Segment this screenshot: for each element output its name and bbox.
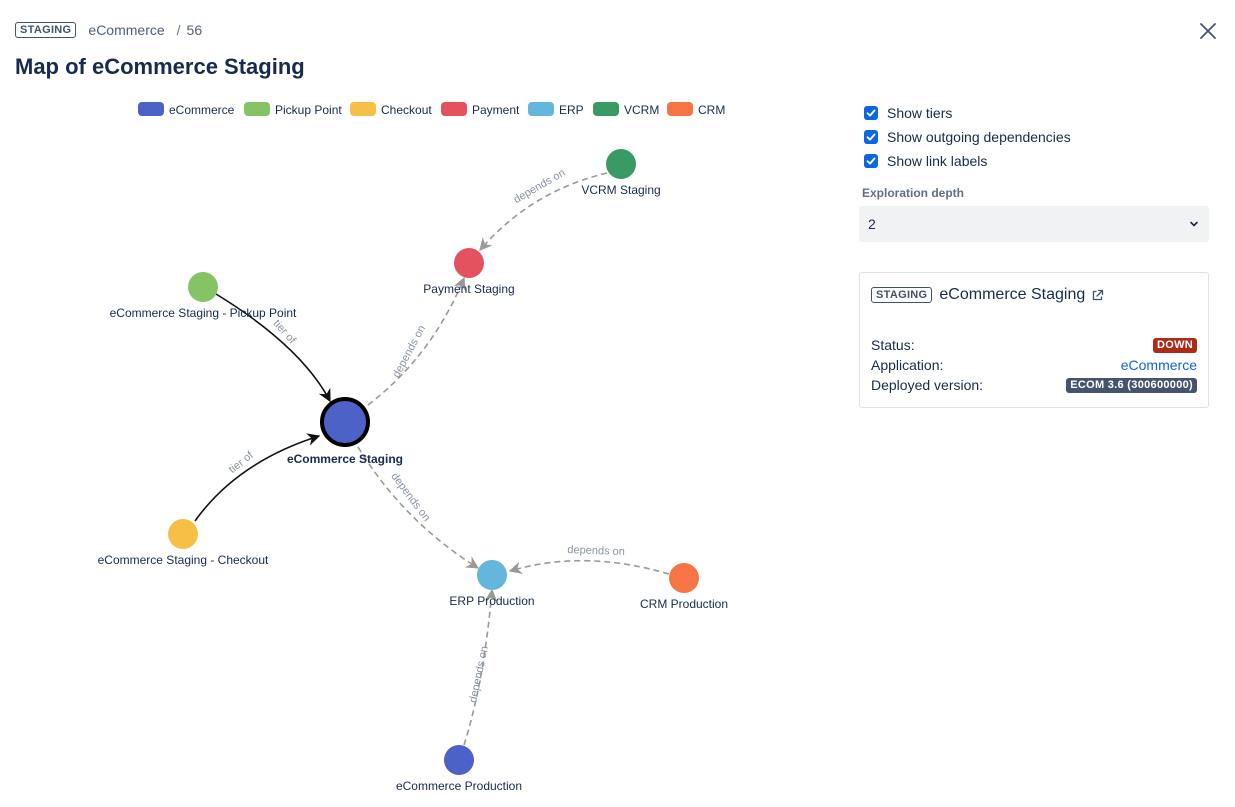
legend-swatch-vcrm bbox=[593, 102, 619, 116]
legend-label-checkout: Checkout bbox=[381, 103, 432, 117]
exploration-depth-label: Exploration depth bbox=[862, 186, 964, 200]
external-link-icon[interactable] bbox=[1091, 289, 1104, 302]
edge-checkout-tier-of bbox=[194, 433, 321, 522]
node-label-crm-production: CRM Production bbox=[640, 597, 728, 611]
breadcrumb: STAGING eCommerce / 56 bbox=[15, 22, 202, 38]
application-label: Application: bbox=[871, 357, 944, 373]
show-outgoing-checkbox[interactable] bbox=[864, 130, 878, 144]
details-card: STAGING eCommerce Staging Status: DOWN A… bbox=[859, 272, 1209, 408]
legend-label-vcrm: VCRM bbox=[624, 103, 659, 117]
checkmark-icon bbox=[866, 157, 876, 165]
details-status-row: Status: DOWN bbox=[871, 337, 1197, 353]
edge-ecommerce-payment-depends-on bbox=[367, 276, 466, 406]
show-tiers-checkbox[interactable] bbox=[864, 106, 878, 120]
edge-vcrm-payment-depends-on bbox=[479, 172, 608, 251]
details-version-row: Deployed version: ECOM 3.6 (300600000) bbox=[871, 377, 1197, 393]
legend-label-payment: Payment bbox=[472, 103, 520, 117]
checkmark-icon bbox=[866, 109, 876, 117]
option-show-tiers[interactable]: Show tiers bbox=[864, 101, 1071, 125]
edge-production-erp-depends-on bbox=[463, 588, 498, 746]
node-erp-production[interactable] bbox=[477, 560, 507, 590]
env-badge: STAGING bbox=[15, 22, 77, 38]
option-show-outgoing[interactable]: Show outgoing dependencies bbox=[864, 125, 1071, 149]
checkmark-icon bbox=[866, 133, 876, 141]
node-label-pickup-point: eCommerce Staging - Pickup Point bbox=[110, 306, 297, 320]
legend-swatch-checkout bbox=[350, 102, 376, 116]
legend-label-erp: ERP bbox=[559, 103, 584, 117]
edge-pickup-tier-of bbox=[215, 293, 331, 403]
node-label-ecommerce-production: eCommerce Production bbox=[396, 779, 522, 793]
page-title: Map of eCommerce Staging bbox=[15, 54, 305, 79]
node-label-payment-staging: Payment Staging bbox=[423, 282, 514, 296]
edge-label-pickup-tier-of: tier of bbox=[271, 318, 299, 347]
legend-swatch-ecommerce bbox=[138, 102, 164, 116]
dependency-graph: eCommerce Pickup Point Checkout Payment … bbox=[98, 102, 728, 793]
node-ecommerce-production[interactable] bbox=[444, 745, 474, 775]
node-label-checkout: eCommerce Staging - Checkout bbox=[98, 553, 269, 567]
close-button[interactable] bbox=[1197, 20, 1219, 42]
exploration-depth-select[interactable]: 2 bbox=[859, 206, 1209, 242]
details-application-row: Application: eCommerce bbox=[871, 357, 1197, 373]
node-pickup-point[interactable] bbox=[188, 272, 218, 302]
details-env-badge: STAGING bbox=[871, 287, 933, 303]
legend-swatch-payment bbox=[441, 102, 467, 116]
node-payment-staging[interactable] bbox=[454, 248, 484, 278]
edge-crm-erp-depends-on bbox=[508, 559, 670, 575]
legend-label-pickup-point: Pickup Point bbox=[275, 103, 342, 117]
show-tiers-label: Show tiers bbox=[887, 105, 953, 121]
option-show-link-labels[interactable]: Show link labels bbox=[864, 149, 1071, 173]
breadcrumb-separator: / bbox=[176, 22, 181, 38]
edge-label-ecommerce-payment: depends on bbox=[391, 323, 429, 379]
status-badge: DOWN bbox=[1152, 337, 1197, 353]
legend: eCommerce Pickup Point Checkout Payment … bbox=[138, 102, 725, 117]
close-icon bbox=[1200, 23, 1216, 39]
node-label-vcrm-staging: VCRM Staging bbox=[581, 183, 660, 197]
details-card-header: STAGING eCommerce Staging bbox=[871, 286, 1104, 304]
edge-ecommerce-erp-depends-on bbox=[357, 446, 480, 569]
version-label: Deployed version: bbox=[871, 377, 984, 393]
breadcrumb-id: 56 bbox=[186, 22, 203, 38]
node-label-ecommerce-staging: eCommerce Staging bbox=[287, 452, 403, 466]
legend-swatch-pickup-point bbox=[244, 102, 270, 116]
node-label-erp-production: ERP Production bbox=[449, 594, 534, 608]
breadcrumb-app-link[interactable]: eCommerce bbox=[88, 22, 165, 38]
show-outgoing-label: Show outgoing dependencies bbox=[887, 129, 1071, 145]
version-badge: ECOM 3.6 (300600000) bbox=[1066, 377, 1197, 393]
chevron-down-icon bbox=[1190, 221, 1198, 227]
graph-options: Show tiers Show outgoing dependencies Sh… bbox=[864, 101, 1071, 173]
show-link-labels-label: Show link labels bbox=[887, 153, 988, 169]
edge-label-production-erp: depends on bbox=[467, 645, 491, 704]
node-vcrm-staging[interactable] bbox=[606, 149, 636, 179]
legend-swatch-crm bbox=[667, 102, 693, 116]
exploration-depth-value: 2 bbox=[868, 216, 876, 232]
node-ecommerce-staging[interactable] bbox=[320, 397, 370, 447]
application-link[interactable]: eCommerce bbox=[1120, 357, 1197, 373]
details-title[interactable]: eCommerce Staging bbox=[939, 286, 1086, 303]
legend-swatch-erp bbox=[528, 102, 554, 116]
edge-label-checkout-tier-of: tier of bbox=[227, 449, 257, 476]
status-label: Status: bbox=[871, 337, 915, 353]
edge-label-crm-erp: depends on bbox=[567, 544, 625, 558]
show-link-labels-checkbox[interactable] bbox=[864, 154, 878, 168]
node-crm-production[interactable] bbox=[669, 563, 699, 593]
legend-label-ecommerce: eCommerce bbox=[169, 103, 235, 117]
node-checkout[interactable] bbox=[168, 519, 198, 549]
legend-label-crm: CRM bbox=[698, 103, 725, 117]
